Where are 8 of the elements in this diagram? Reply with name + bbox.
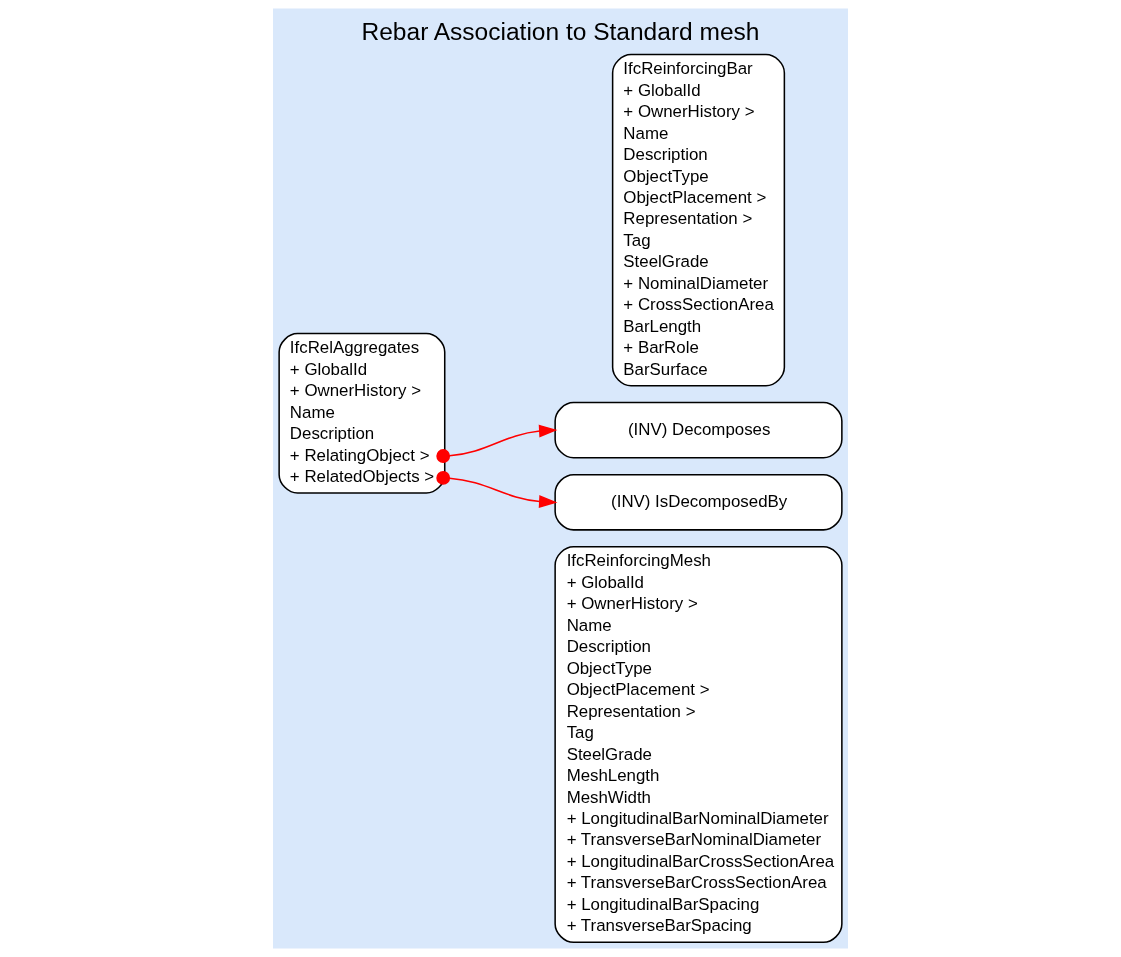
node-box: (INV) Decomposes [554, 401, 843, 459]
arrow [436, 471, 558, 508]
node-box: IfcReinforcingMesh + GlobalId + OwnerHistory > Name Description ObjectType ObjectPlacement > Representation > Tag SteelGrade MeshLength MeshWidth + LongitudinalBarNominalDiameter + TransverseBarNominalDiameter + LongitudinalBarCrossSectionArea + TransverseBarCrossSectionArea + LongitudinalBarSpacing + TransverseBarSpacing [554, 545, 843, 944]
node-box: (INV) IsDecomposedBy [554, 473, 843, 531]
node-box: IfcRelAggregates + GlobalId + OwnerHistory > Name Description + RelatingObject > + RelatedObjects > [278, 332, 446, 494]
arrow [436, 424, 558, 463]
node-box: IfcReinforcingBar + GlobalId + OwnerHistory > Name Description ObjectType ObjectPlacement > Representation > Tag SteelGrade + NominalDiameter + CrossSectionArea BarLength + BarRole BarSurface [611, 53, 786, 387]
diagram-title: Rebar Association to Standard mesh [361, 18, 760, 46]
